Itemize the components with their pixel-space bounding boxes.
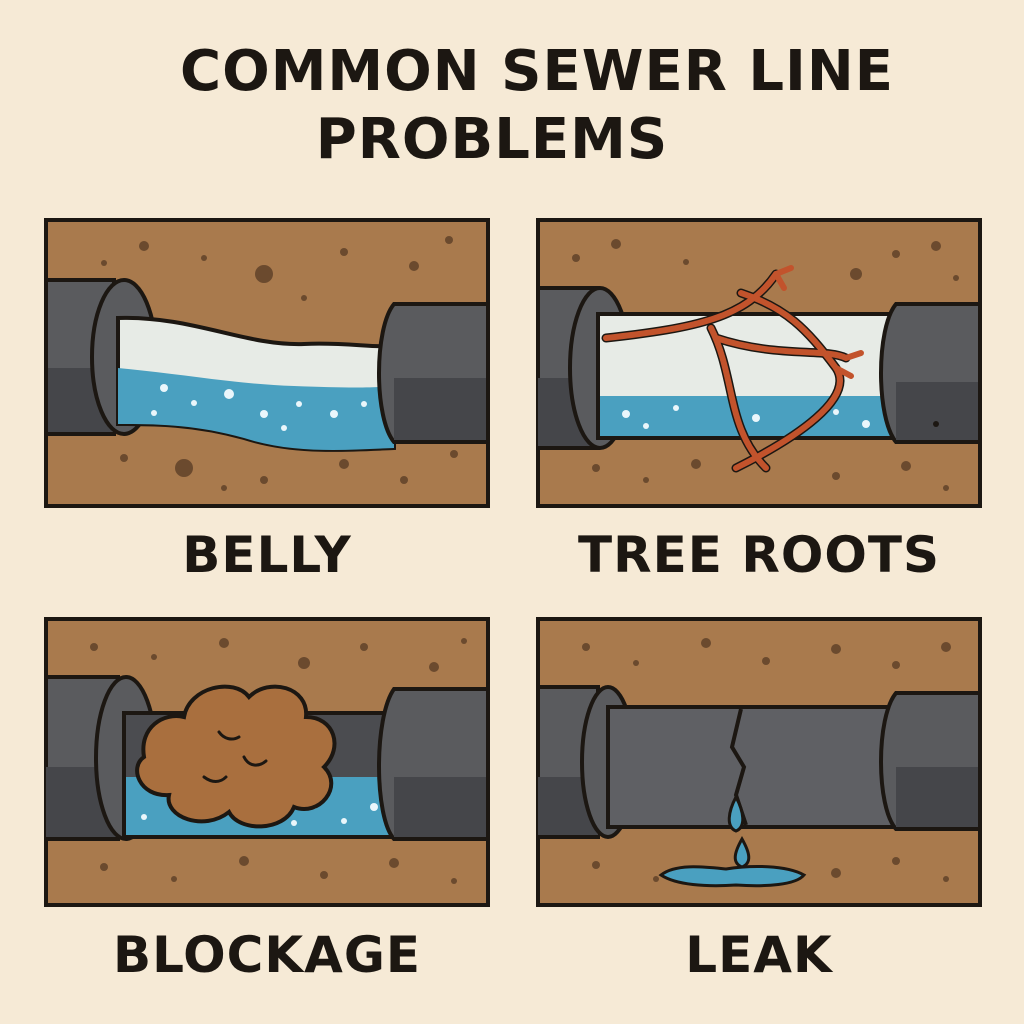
soil-specks bbox=[90, 638, 467, 884]
soil-specks bbox=[572, 239, 959, 491]
water-bubbles bbox=[151, 384, 367, 431]
blockage-label: BLOCKAGE bbox=[112, 926, 422, 984]
tree-roots-label: TREE ROOTS bbox=[578, 526, 940, 584]
leak-illustration bbox=[536, 617, 982, 907]
leak-panel bbox=[536, 617, 982, 907]
soil-specks bbox=[101, 236, 458, 491]
water-drop bbox=[727, 793, 745, 833]
blockage-illustration bbox=[44, 617, 490, 907]
soil-specks bbox=[582, 638, 951, 882]
water-bubbles bbox=[622, 405, 870, 429]
belly-panel bbox=[44, 218, 490, 508]
page-title-line-2: PROBLEMS bbox=[315, 107, 669, 172]
tree-roots-illustration bbox=[536, 218, 982, 508]
blockage-clog bbox=[135, 684, 337, 829]
water bbox=[118, 368, 394, 450]
page-title: COMMON SEWER LINE bbox=[180, 39, 894, 104]
tree-roots-panel bbox=[536, 218, 982, 508]
belly-illustration bbox=[44, 218, 490, 508]
water bbox=[600, 396, 896, 436]
belly-label: BELLY bbox=[182, 526, 352, 584]
water-puddle bbox=[658, 865, 807, 888]
leak-label: LEAK bbox=[685, 926, 833, 984]
blockage-panel bbox=[44, 617, 490, 907]
pipe-body bbox=[606, 705, 900, 829]
